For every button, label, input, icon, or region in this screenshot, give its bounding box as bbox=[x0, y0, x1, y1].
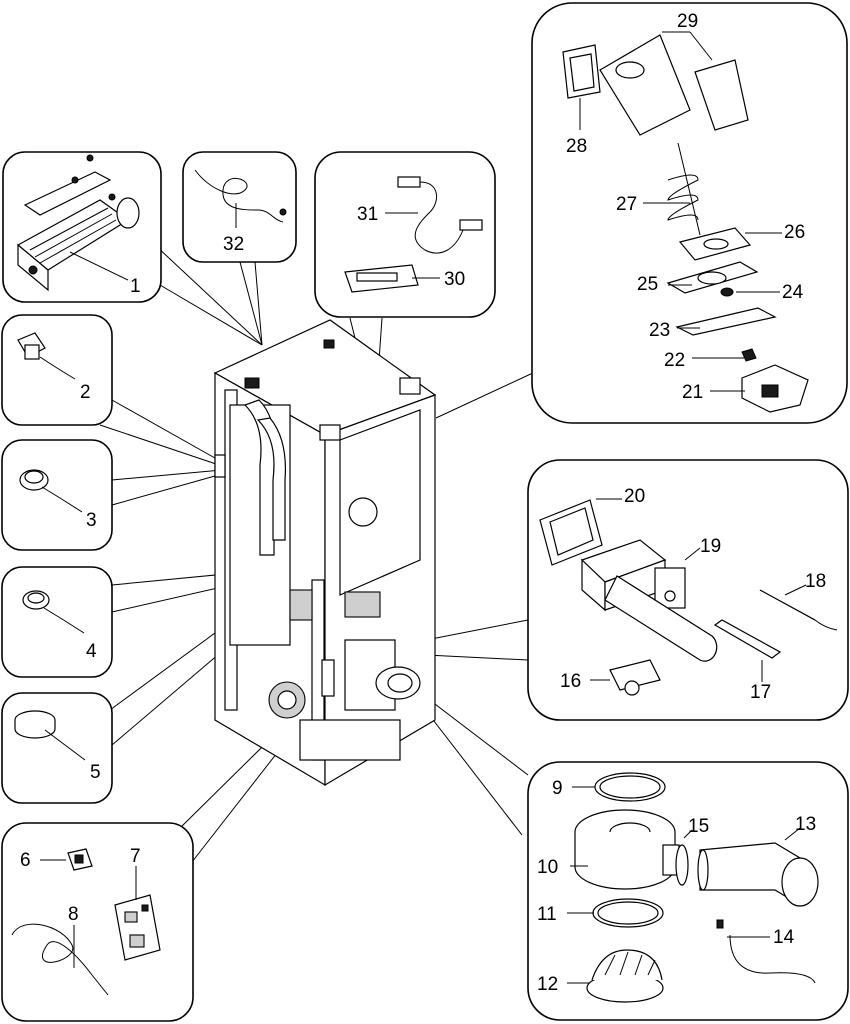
callout-box-display bbox=[314, 151, 496, 318]
part-label-20: 20 bbox=[624, 486, 645, 507]
part-label-1: 1 bbox=[130, 276, 141, 297]
callout-box-thermostat-4 bbox=[1, 566, 113, 678]
part-label-15: 15 bbox=[688, 816, 709, 837]
part-label-30: 30 bbox=[444, 269, 465, 290]
main-unit-cabinet bbox=[213, 319, 437, 787]
part-labels: 1 2 3 4 5 6 7 8 9 10 11 12 13 14 15 16 1… bbox=[20, 11, 826, 995]
part-label-19: 19 bbox=[700, 536, 721, 557]
callout-box-cap-5 bbox=[1, 692, 113, 804]
part-label-23: 23 bbox=[649, 320, 670, 341]
part-label-12: 12 bbox=[537, 974, 558, 995]
part-label-16: 16 bbox=[560, 671, 581, 692]
part-label-11: 11 bbox=[537, 904, 557, 925]
part-label-22: 22 bbox=[664, 350, 685, 371]
part-label-26: 26 bbox=[784, 222, 805, 243]
callout-box-electronics bbox=[1, 822, 194, 1022]
part-label-2: 2 bbox=[80, 382, 91, 403]
part-label-32: 32 bbox=[223, 234, 244, 255]
part-label-8: 8 bbox=[68, 904, 79, 925]
part-label-14: 14 bbox=[773, 927, 795, 948]
part-label-4: 4 bbox=[86, 641, 97, 662]
part-label-10: 10 bbox=[537, 857, 558, 878]
part-label-24: 24 bbox=[782, 282, 804, 303]
callout-box-auger bbox=[531, 2, 848, 424]
callout-box-cable-32 bbox=[182, 151, 297, 263]
part-label-9: 9 bbox=[552, 778, 563, 799]
part-label-6: 6 bbox=[20, 850, 31, 871]
part-label-3: 3 bbox=[86, 510, 97, 531]
part-label-18: 18 bbox=[805, 571, 826, 592]
callout-box-thermostat-3 bbox=[1, 439, 113, 551]
part-label-28: 28 bbox=[566, 136, 587, 157]
callout-box-fan bbox=[527, 761, 849, 1021]
part-label-7: 7 bbox=[130, 846, 141, 867]
part-label-13: 13 bbox=[795, 814, 816, 835]
part-label-5: 5 bbox=[90, 762, 101, 783]
callout-box-burner-pot bbox=[527, 459, 849, 721]
callout-box-burner bbox=[2, 151, 162, 303]
part-label-21: 21 bbox=[682, 382, 703, 403]
part-label-17: 17 bbox=[750, 682, 771, 703]
part-label-25: 25 bbox=[637, 274, 658, 295]
part-label-31: 31 bbox=[357, 204, 378, 225]
part-label-27: 27 bbox=[616, 194, 637, 215]
part-label-29: 29 bbox=[677, 11, 698, 32]
callout-box-switch-2 bbox=[1, 314, 113, 426]
